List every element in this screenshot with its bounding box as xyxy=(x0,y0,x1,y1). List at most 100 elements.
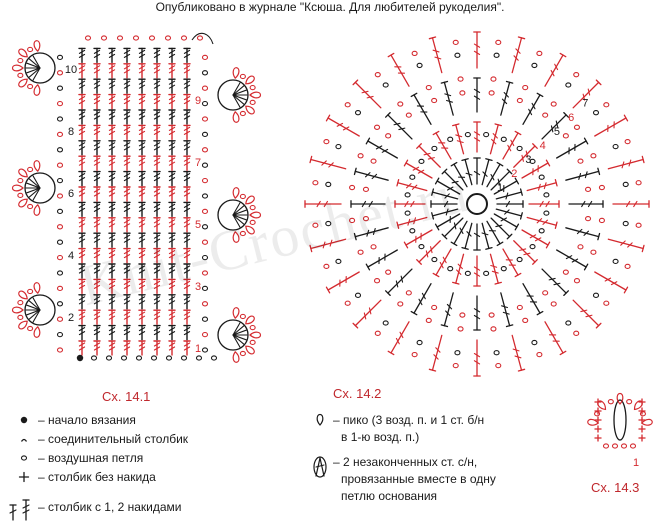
tc-bar xyxy=(168,49,176,54)
tc-bar xyxy=(78,331,86,336)
filet-tc-stitch xyxy=(78,340,86,356)
stitch-top xyxy=(461,158,469,162)
fan-spoke xyxy=(232,209,247,216)
chain-stitch xyxy=(148,35,156,41)
tc-bar xyxy=(78,219,86,224)
stitch-post xyxy=(556,140,587,159)
chain-stitch xyxy=(201,70,209,76)
filet-tc-stitch xyxy=(93,294,101,310)
tc-bar xyxy=(183,130,191,135)
stitch-post xyxy=(354,81,382,109)
round-1-stitch xyxy=(496,200,524,208)
filet-tc-stitch xyxy=(123,109,131,125)
chain-stitch xyxy=(56,162,64,168)
chain-stitch xyxy=(457,326,464,332)
round-3-stitch xyxy=(473,295,481,331)
stitch-post xyxy=(418,240,441,263)
filet-tc-stitch xyxy=(138,201,146,218)
chain-stitch xyxy=(464,270,471,277)
chain-stitch xyxy=(418,243,425,250)
chain-stitch xyxy=(629,443,637,449)
stitch-bar xyxy=(434,56,442,60)
tc-bar xyxy=(123,49,131,54)
fan-picot xyxy=(249,91,262,99)
filet-tc-stitch xyxy=(123,63,131,79)
stitch-post xyxy=(387,114,413,140)
filet-tc-stitch xyxy=(153,170,161,187)
tc-bar xyxy=(93,146,101,151)
filet-tc-stitch xyxy=(183,124,191,141)
stitch-post xyxy=(544,54,564,87)
cluster-post xyxy=(319,457,325,477)
fan-picot xyxy=(11,64,24,72)
filet-tc-stitch xyxy=(123,263,131,279)
tc-bar xyxy=(138,234,146,239)
chain-stitch xyxy=(543,192,550,198)
stitch-post xyxy=(511,334,523,371)
filet-tc-stitch xyxy=(108,340,116,356)
stitch-bar xyxy=(525,150,529,158)
tc-bar xyxy=(123,342,131,347)
tc-bar xyxy=(138,126,146,131)
tc-bar xyxy=(183,49,191,54)
stitch-bar xyxy=(584,171,588,179)
fan-picot xyxy=(245,105,255,115)
round-1-stitch xyxy=(495,188,523,200)
round-1-stitch xyxy=(450,220,468,247)
stitch-bar xyxy=(587,200,593,208)
tc-bar xyxy=(78,80,86,85)
stitch-bar xyxy=(371,173,378,180)
filet-tc-stitch xyxy=(93,247,101,264)
stitch-top xyxy=(384,290,391,297)
fan-picot xyxy=(232,350,240,363)
round-4-stitch xyxy=(352,299,382,329)
filet-tc-stitch xyxy=(168,140,176,156)
chain-stitch xyxy=(592,110,600,116)
legend-slip-symbol xyxy=(20,438,28,442)
stitch-bar xyxy=(581,200,586,208)
fan-chain xyxy=(249,99,256,106)
tc-bar xyxy=(108,219,116,224)
chain-stitch xyxy=(150,355,158,361)
turning-chain xyxy=(191,32,214,45)
filet-tc-stitch xyxy=(93,124,101,141)
stitch-top xyxy=(485,158,493,162)
fan-chain xyxy=(249,204,256,211)
chain-stitch xyxy=(357,153,364,159)
stitch-top xyxy=(496,161,504,167)
stitch-post xyxy=(431,334,443,371)
tc-bar xyxy=(108,161,116,166)
stitch-bar xyxy=(492,133,498,139)
filet-tc-stitch xyxy=(183,186,191,202)
filet-tc-stitch xyxy=(78,263,86,279)
stitch-bar xyxy=(528,108,533,116)
stitch-top xyxy=(595,79,602,86)
round-2-stitch xyxy=(489,123,502,155)
tc-bar xyxy=(138,115,146,120)
legend-cluster-line-2: провязанные вместе в одну xyxy=(341,472,496,486)
tc-bar xyxy=(93,203,101,208)
tc-bar xyxy=(153,254,161,259)
stitch-top xyxy=(494,281,502,285)
filet-tc-stitch xyxy=(168,93,176,110)
tc-bar xyxy=(123,296,131,301)
tc-bar xyxy=(108,296,116,301)
stitch-bar xyxy=(418,298,423,306)
stitch-post xyxy=(511,37,523,74)
stitch-bar xyxy=(481,232,489,236)
tc-bar xyxy=(168,296,176,301)
filet-tc-stitch xyxy=(93,340,101,356)
filet-tc-stitch xyxy=(153,47,161,64)
fan-chain xyxy=(239,350,246,357)
round-2-stitch xyxy=(416,240,441,265)
stitch-top xyxy=(514,177,520,185)
round-3-stitch xyxy=(500,80,514,116)
round-1-stitch xyxy=(441,168,464,191)
fan-motif-right xyxy=(217,187,262,243)
stitch-bar xyxy=(446,186,454,191)
stitch-post xyxy=(572,81,600,109)
filet-tc-stitch xyxy=(138,294,146,310)
chain-stitch xyxy=(335,143,342,150)
filet-tc-stitch xyxy=(108,78,116,94)
filet-tc-stitch xyxy=(108,201,116,218)
